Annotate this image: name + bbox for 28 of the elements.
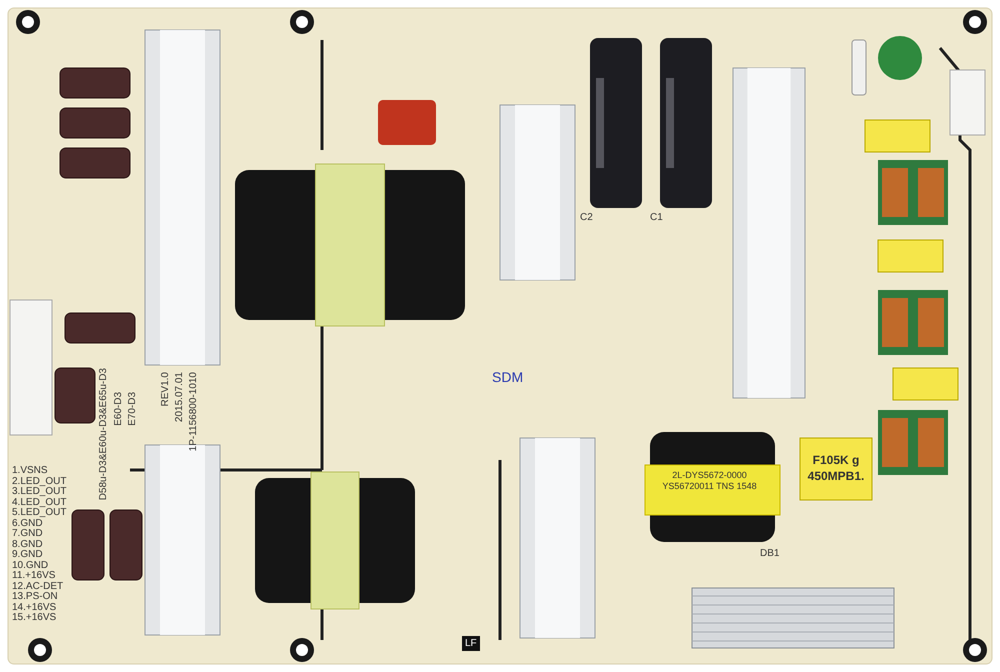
board-marking: 2015.07.01 — [174, 372, 185, 422]
part-marking: 2L-DYS5672-0000 YS56720011 TNS 1548 — [661, 470, 758, 492]
pin-label: 11.+16VS — [12, 570, 56, 581]
pin-label: 8.GND — [12, 538, 43, 550]
board-marking: C2 — [580, 212, 593, 223]
part-marking: F105K g 450MPB1. — [806, 452, 866, 484]
pin-label: 13.PS-ON — [12, 591, 58, 602]
board-marking: E70-D3 — [127, 392, 138, 426]
pin-label: 3.LED_OUT — [12, 486, 66, 497]
pin-label: 6.GND — [12, 518, 43, 528]
pin-label: 15.+16VS — [12, 612, 56, 623]
board-marking: C1 — [650, 212, 663, 223]
board-marking: D58u-D3&E60u-D3&E65u-D3 — [98, 368, 109, 500]
pin-label: 7.GND — [12, 528, 43, 539]
board-marking: LF — [462, 636, 480, 651]
handwritten-mark: SDM — [492, 372, 524, 383]
pin-label: 10.GND — [12, 560, 48, 570]
pin-label: 12.AC-DET — [12, 580, 64, 592]
board-marking: REV1.0 — [160, 372, 171, 406]
pin-label: 2.LED_OUT — [12, 476, 66, 486]
board-marking: E60-D3 — [113, 392, 124, 426]
pin-label: 9.GND — [12, 549, 43, 560]
board-marking: 1P-1156800-1010 — [188, 372, 199, 452]
pin-label: 1.VSNS — [12, 465, 48, 476]
board-marking: DB1 — [760, 548, 780, 559]
pin-label: 14.+16VS — [12, 602, 56, 612]
pin-label: 4.LED_OUT — [12, 496, 66, 508]
pin-label: 5.LED_OUT — [12, 507, 66, 518]
